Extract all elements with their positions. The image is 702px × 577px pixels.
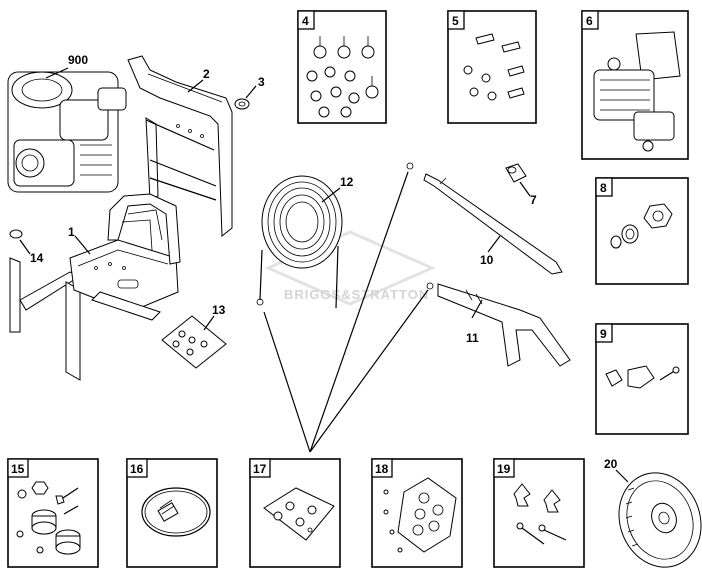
callout-14: 14 [30, 251, 44, 265]
callout-2: 2 [203, 67, 210, 81]
kit-label-9: 9 [600, 327, 607, 341]
watermark-text: BRIGGS&STRATTON [284, 287, 429, 302]
gun [426, 282, 571, 367]
kit-label-16: 16 [130, 462, 144, 476]
wheel [615, 469, 702, 568]
kit-box-19 [493, 458, 585, 568]
callout-3: 3 [258, 75, 265, 89]
kit-label-8: 8 [600, 181, 607, 195]
kit-label-18: 18 [375, 462, 389, 476]
kit-box-17 [249, 458, 341, 568]
grommet [234, 85, 257, 110]
callout-1: 1 [68, 225, 75, 239]
leader-lines [263, 171, 429, 453]
kit-label-15: 15 [11, 462, 25, 476]
quick-connect [505, 163, 531, 197]
kit-label-6: 6 [586, 14, 593, 28]
engine [7, 67, 127, 193]
bumper [9, 229, 31, 255]
kit-box-6 [581, 10, 689, 160]
kit-label-4: 4 [302, 14, 309, 28]
kit-label-19: 19 [497, 462, 511, 476]
lance [406, 162, 563, 275]
callout-7: 7 [530, 193, 537, 207]
callout-20: 20 [604, 457, 618, 471]
kit-box-18 [371, 458, 463, 568]
callout-900: 900 [68, 53, 88, 67]
kit-box-15 [7, 458, 99, 568]
nozzle-kit [161, 315, 227, 369]
callout-11: 11 [466, 331, 479, 345]
frame [9, 193, 181, 381]
kit-box-8 [595, 177, 689, 285]
kit-box-5 [447, 10, 537, 124]
callout-12: 12 [340, 175, 354, 189]
kit-label-5: 5 [452, 14, 459, 28]
callout-10: 10 [480, 253, 494, 267]
kit-box-9 [595, 323, 689, 435]
kit-box-16 [126, 458, 218, 568]
hose [256, 175, 343, 309]
kit-box-4 [297, 10, 387, 124]
kit-label-17: 17 [253, 462, 267, 476]
callout-13: 13 [212, 303, 226, 317]
handle [127, 55, 233, 238]
